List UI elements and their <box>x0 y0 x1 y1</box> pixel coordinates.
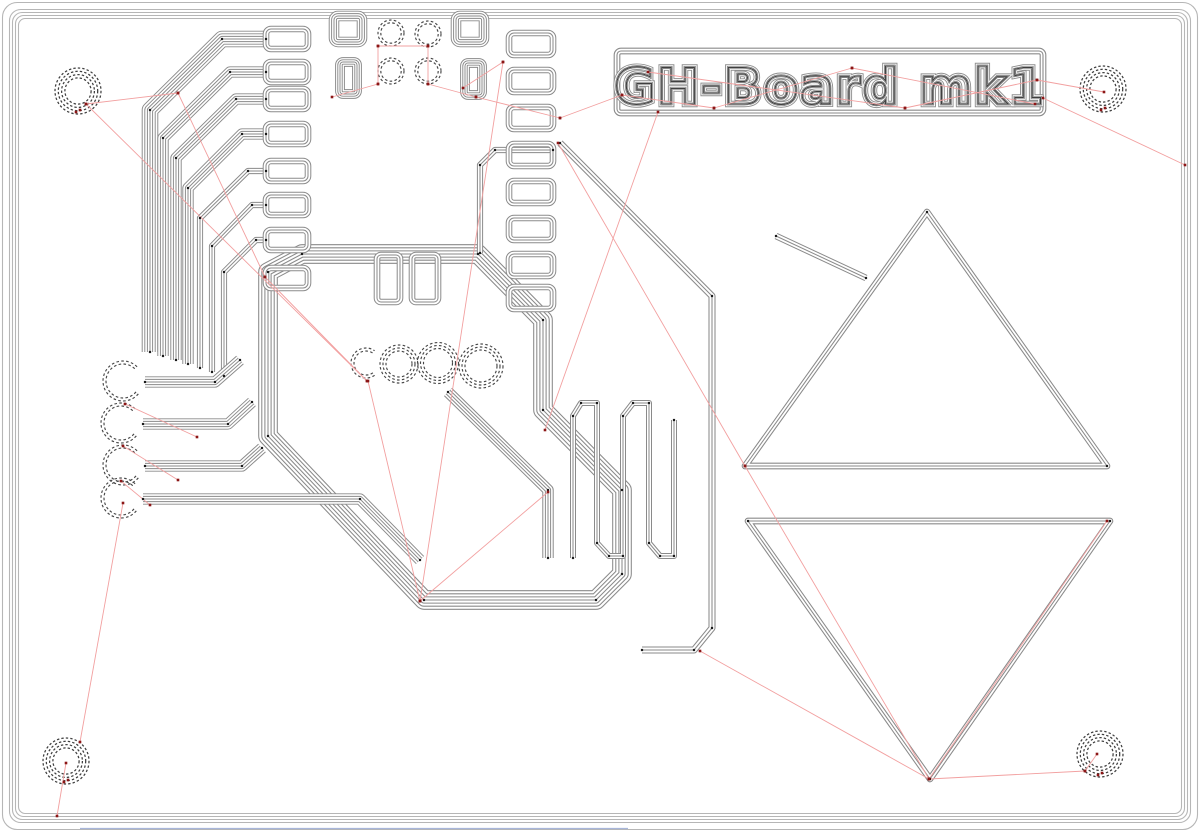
logo-triangle-down <box>744 517 1114 783</box>
mounting-hole-top-left <box>54 67 102 115</box>
board-title-text-outline-4: GH-Board mk1 <box>614 58 1046 116</box>
connector-fork-left <box>328 10 368 48</box>
logo-triangle-up-notch-trace <box>774 233 868 281</box>
spiral-pad-left <box>335 57 362 99</box>
bus-left-1 <box>141 30 266 352</box>
bus-left-3 <box>170 93 266 360</box>
arc-pad-cluster-1 <box>102 360 139 402</box>
fan-cluster-2 <box>143 397 256 430</box>
arc-pad-cluster-4 <box>100 477 137 519</box>
circle-pad-mid-3 <box>458 343 504 389</box>
fan-cluster-3 <box>145 443 266 472</box>
logo-triangle-up <box>741 208 1111 470</box>
board-title-text: GH-Board mk1 <box>614 58 1046 116</box>
connector-fork-right <box>450 10 490 48</box>
path-nodes-layer <box>55 37 1187 818</box>
circle-pad-mid-1 <box>379 344 419 384</box>
board-title-text-outline-3: GH-Board mk1 <box>614 58 1046 116</box>
arc-pad-mid <box>350 347 375 379</box>
circle-pad-quad-3 <box>377 57 405 85</box>
circle-pad-mid-2 <box>416 341 460 385</box>
arc-pad-cluster-3 <box>102 444 139 486</box>
mid-pad-right <box>408 251 442 306</box>
arc-pad-cluster-2 <box>100 402 137 444</box>
trace-ring-central-octagon <box>258 244 632 610</box>
spiral-pad-right <box>460 58 487 100</box>
board-title-text-outline-1: GH-Board mk1 <box>614 58 1046 116</box>
bus-left-6 <box>208 201 266 372</box>
rapid-travel-layer <box>56 45 1186 817</box>
pad-column-left <box>262 25 312 292</box>
trace-loop-right <box>557 140 716 654</box>
mounting-hole-bottom-right <box>1076 730 1124 778</box>
board-title-text-outline-2: GH-Board mk1 <box>614 58 1046 116</box>
bus-left-4 <box>182 128 266 364</box>
circle-pad-quad-1 <box>377 19 405 47</box>
bus-left-5 <box>196 167 266 368</box>
mid-pad-left <box>373 251 404 306</box>
pad-column-right <box>505 29 557 313</box>
circle-pad-quad-2 <box>414 20 442 48</box>
bus-left-2 <box>157 66 266 356</box>
mounting-hole-bottom-left <box>42 737 90 785</box>
trace-meander-maze <box>570 400 677 559</box>
board-title-block: GH-Board mk1 GH-Board mk1 GH-Board mk1 G… <box>611 55 1047 120</box>
trace-diagonal-bundle <box>444 387 554 558</box>
title-frame <box>613 47 1047 117</box>
